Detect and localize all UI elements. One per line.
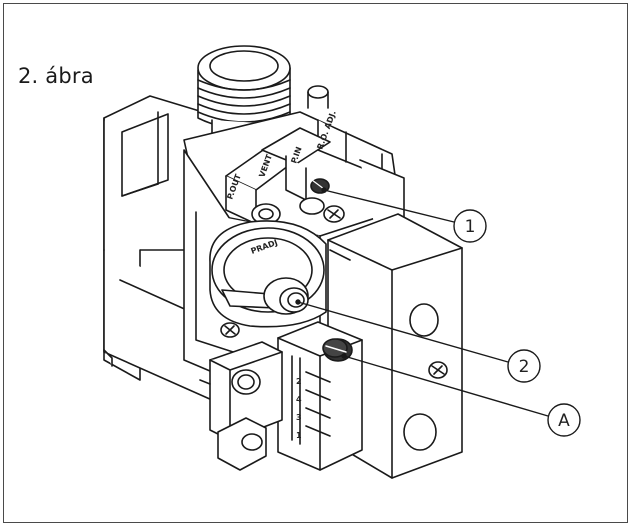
connector-pin-label-2: 4 [296, 395, 302, 404]
callout-a-label: A [558, 411, 570, 431]
figure-caption: 2. ábra [18, 64, 94, 88]
callout-1: 1 [453, 209, 487, 243]
connector-pin-label-1: 2 [296, 377, 302, 386]
outlet-pipes [225, 127, 331, 225]
lower-fittings [199, 341, 283, 471]
callout-a: A [547, 403, 581, 437]
leader-line-1 [323, 189, 455, 223]
callout-2-label: 2 [519, 357, 530, 377]
leader-line-a [343, 355, 549, 417]
leader-line-2 [297, 301, 509, 363]
connector-pin-label-4: 1 [296, 431, 302, 440]
connector-pin-label-3: 3 [296, 413, 302, 422]
callout-2: 2 [507, 349, 541, 383]
callout-1-label: 1 [465, 217, 476, 237]
leader-lines [295, 187, 549, 417]
